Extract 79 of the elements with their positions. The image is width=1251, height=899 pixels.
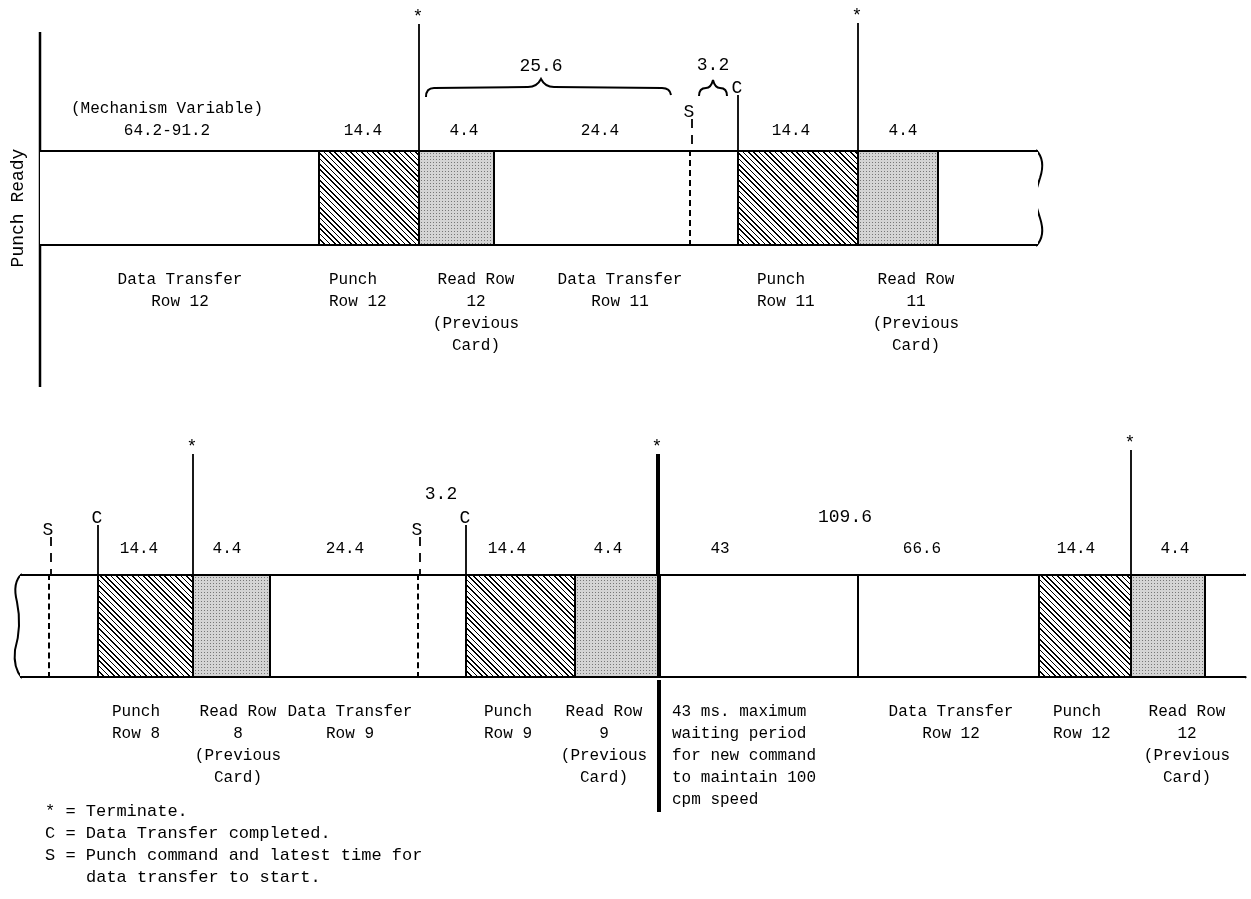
marker-symbol: C [91, 508, 103, 528]
duration-value: 4.4 [592, 539, 624, 560]
marker-symbol: S [42, 520, 54, 540]
segment-label: 43 ms. maximum waiting period for new command to maintain 100 cpm speed [672, 702, 818, 811]
read-segment [192, 574, 269, 678]
read-segment [857, 150, 937, 246]
marker-symbol: S [683, 102, 695, 122]
marker-line [465, 524, 467, 575]
marker-line [192, 453, 194, 575]
segment-label: Punch Row 12 [1053, 702, 1112, 745]
duration-value: 4.4 [448, 121, 480, 142]
dashed-marker-line [419, 536, 421, 575]
duration-value: 24.4 [579, 121, 621, 142]
segment-label: Data Transfer Row 12 [887, 702, 1015, 745]
segment-label: Read Row 11 (Previous Card) [871, 270, 961, 357]
read-segment [418, 150, 493, 246]
marker-symbol: * [1124, 433, 1136, 453]
dimension-value: 25.6 [519, 56, 563, 76]
segment-label: Data Transfer Row 12 [116, 270, 244, 313]
dimension-value: 109.6 [818, 507, 872, 527]
segment-label: Read Row 12 (Previous Card) [431, 270, 521, 357]
marker-symbol: * [412, 7, 424, 27]
timeline-segment [269, 574, 417, 678]
timeline-segment [417, 574, 465, 678]
segment-label: Punch Row 9 [484, 702, 533, 745]
timeline-segment [493, 150, 689, 246]
timeline-segment [937, 150, 1038, 246]
punch-segment [737, 150, 857, 246]
marker-line [656, 454, 660, 574]
punch-segment [97, 574, 192, 678]
marker-symbol: C [731, 78, 743, 98]
marker-line [857, 22, 859, 151]
duration-value: 4.4 [1159, 539, 1191, 560]
segment-label: Punch Row 11 [757, 270, 816, 313]
punch-segment [465, 574, 574, 678]
marker-line [1130, 449, 1132, 575]
marker-symbol: * [651, 437, 663, 457]
timeline-segment [20, 574, 48, 678]
segment-label: Data Transfer Row 9 [286, 702, 414, 745]
duration-value: 4.4 [211, 539, 243, 560]
marker-symbol: * [851, 6, 863, 26]
timeline-segment [689, 150, 737, 246]
duration-value: 43 [709, 539, 731, 560]
dimension-value: 3.2 [424, 484, 458, 504]
timeline-segment [1204, 574, 1246, 678]
read-segment [1130, 574, 1204, 678]
duration-value: 14.4 [342, 121, 384, 142]
dimension-value: 3.2 [696, 55, 730, 75]
legend-note: S = Punch command and latest time for data transfer to start. [45, 845, 424, 889]
duration-value: 14.4 [118, 539, 160, 560]
segment-label: Data Transfer Row 11 [556, 270, 684, 313]
duration-value: 24.4 [324, 539, 366, 560]
timeline-segment [657, 574, 857, 678]
timeline-segment [48, 574, 97, 678]
segment-label: Read Row 8 (Previous Card) [193, 702, 283, 789]
duration-value: 14.4 [770, 121, 812, 142]
segment-label: Read Row 9 (Previous Card) [559, 702, 649, 789]
marker-symbol: C [459, 508, 471, 528]
read-segment [574, 574, 657, 678]
duration-value: (Mechanism Variable) 64.2-91.2 [70, 99, 264, 142]
segment-label: Punch Row 8 [112, 702, 161, 745]
duration-value: 4.4 [887, 121, 919, 142]
segment-label: Read Row 12 (Previous Card) [1142, 702, 1232, 789]
marker-symbol: * [186, 437, 198, 457]
timeline-segment [857, 574, 1038, 678]
punch-segment [1038, 574, 1130, 678]
dashed-marker-line [50, 536, 52, 575]
legend-note: * = Terminate. [45, 801, 188, 823]
marker-line [737, 94, 739, 151]
punch-segment [318, 150, 418, 246]
marker-line [418, 23, 420, 151]
duration-value: 14.4 [1055, 539, 1097, 560]
marker-symbol: S [411, 520, 423, 540]
marker-line [97, 524, 99, 575]
timeline-segment [40, 150, 318, 246]
duration-value: 14.4 [486, 539, 528, 560]
duration-value: 66.6 [901, 539, 943, 560]
segment-label: Punch Row 12 [329, 270, 388, 313]
legend-note: C = Data Transfer completed. [45, 823, 331, 845]
